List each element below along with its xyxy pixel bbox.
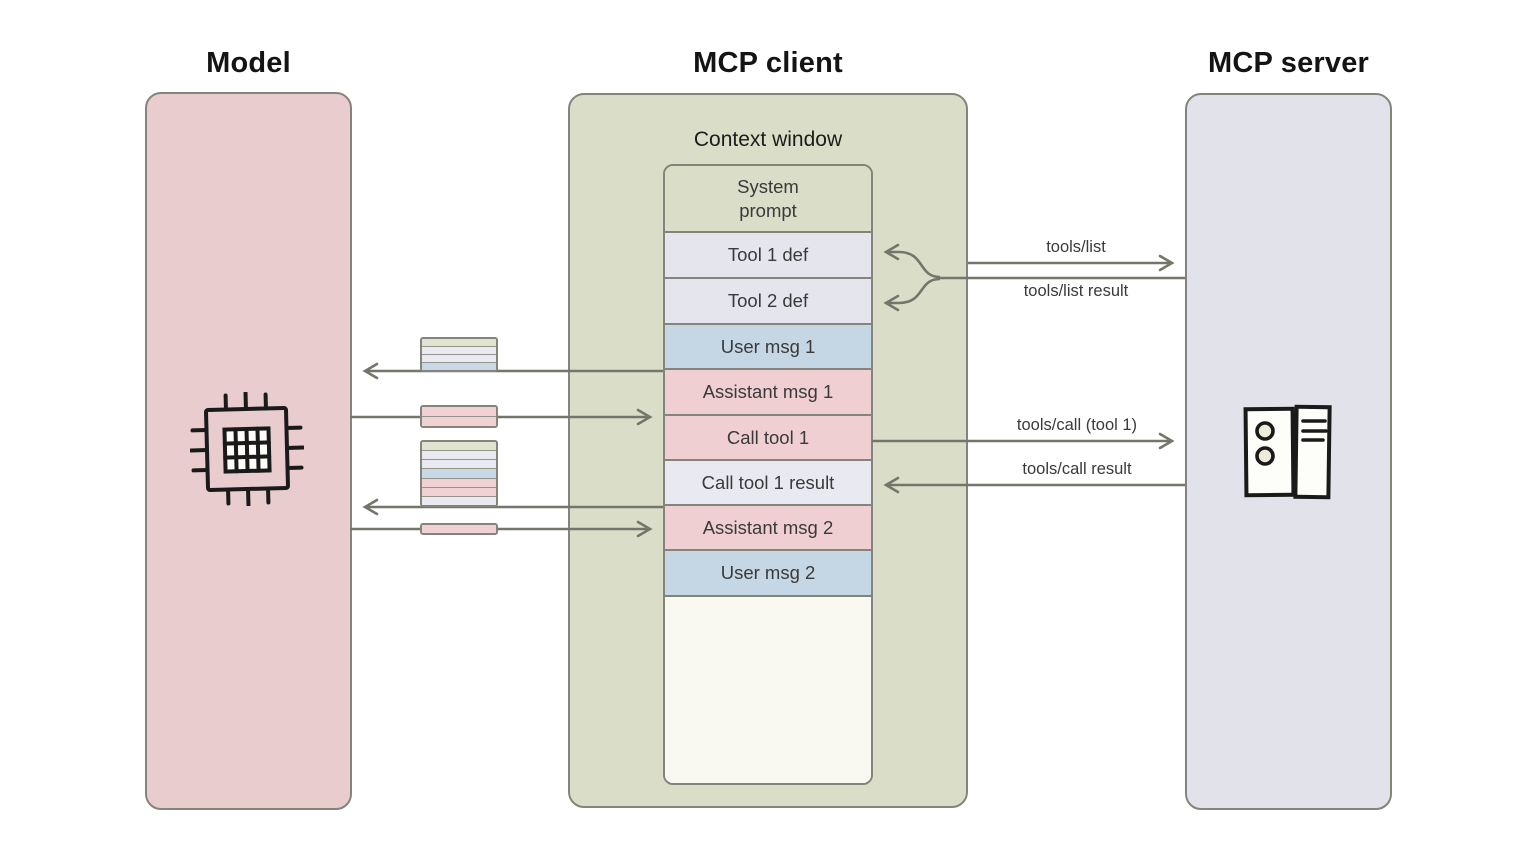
token-packet-model-output-2 bbox=[420, 523, 498, 535]
mcp-client-title: MCP client bbox=[693, 47, 843, 79]
token-stripe-green bbox=[422, 442, 496, 451]
stack-cell-empty bbox=[665, 597, 871, 783]
token-stripe-lavender bbox=[422, 459, 496, 469]
mcp-server-title: MCP server bbox=[1207, 47, 1370, 79]
stack-cell-system-prompt: System prompt bbox=[665, 166, 871, 233]
stack-cell-label: Call tool 1 result bbox=[701, 471, 835, 493]
token-stripe-pink bbox=[422, 477, 496, 487]
token-stripe-pink bbox=[422, 407, 496, 416]
chip-icon bbox=[189, 391, 305, 511]
stack-cell-label: Tool 2 def bbox=[727, 290, 809, 312]
stack-cell-user-msg-2: User msg 2 bbox=[665, 551, 871, 597]
stack-cell-label: Assistant msg 2 bbox=[702, 516, 834, 538]
token-stripe-blue bbox=[422, 362, 496, 370]
tools-list-label: tools/list bbox=[1046, 238, 1106, 256]
stack-cell-label: Call tool 1 bbox=[726, 426, 810, 448]
stack-cell-label: Assistant msg 1 bbox=[702, 381, 834, 403]
tools-list-result-label: tools/list result bbox=[1023, 282, 1129, 300]
context-window-label: Context window bbox=[693, 128, 843, 151]
tools-call-result-label: tools/call result bbox=[1022, 460, 1132, 478]
stack-cell-call-tool-1: Call tool 1 bbox=[665, 416, 871, 461]
token-packet-context-to-model-2 bbox=[420, 440, 498, 507]
tools-call-label: tools/call (tool 1) bbox=[1016, 416, 1138, 434]
token-stripe-lavender bbox=[422, 450, 496, 460]
stack-cell-tool-2-def: Tool 2 def bbox=[665, 279, 871, 325]
token-stripe-lavender bbox=[422, 346, 496, 354]
token-packet-context-to-model-1 bbox=[420, 337, 498, 372]
stack-cell-label: User msg 1 bbox=[720, 335, 816, 357]
server-icon bbox=[1240, 400, 1336, 507]
stack-cell-label: Tool 1 def bbox=[727, 244, 809, 266]
token-stripe-pink bbox=[422, 525, 496, 533]
model-title: Model bbox=[206, 47, 291, 79]
token-stripe-pink bbox=[422, 416, 496, 426]
token-stripe-lavender bbox=[422, 354, 496, 362]
stack-cell-assistant-msg-1: Assistant msg 1 bbox=[665, 370, 871, 416]
context-window-stack: System prompt Tool 1 def Tool 2 def User… bbox=[663, 164, 873, 785]
stack-cell-tool-1-def: Tool 1 def bbox=[665, 233, 871, 279]
token-stripe-pink bbox=[422, 486, 496, 496]
stack-cell-user-msg-1: User msg 1 bbox=[665, 325, 871, 370]
token-stripe-lavender bbox=[422, 495, 496, 505]
token-packet-model-output-1 bbox=[420, 405, 498, 428]
stack-cell-assistant-msg-2: Assistant msg 2 bbox=[665, 506, 871, 551]
stack-cell-label: System prompt bbox=[737, 176, 799, 221]
stack-cell-label: User msg 2 bbox=[720, 562, 816, 584]
stack-cell-call-tool-1-result: Call tool 1 result bbox=[665, 461, 871, 506]
token-stripe-green bbox=[422, 339, 496, 346]
token-stripe-blue bbox=[422, 468, 496, 478]
